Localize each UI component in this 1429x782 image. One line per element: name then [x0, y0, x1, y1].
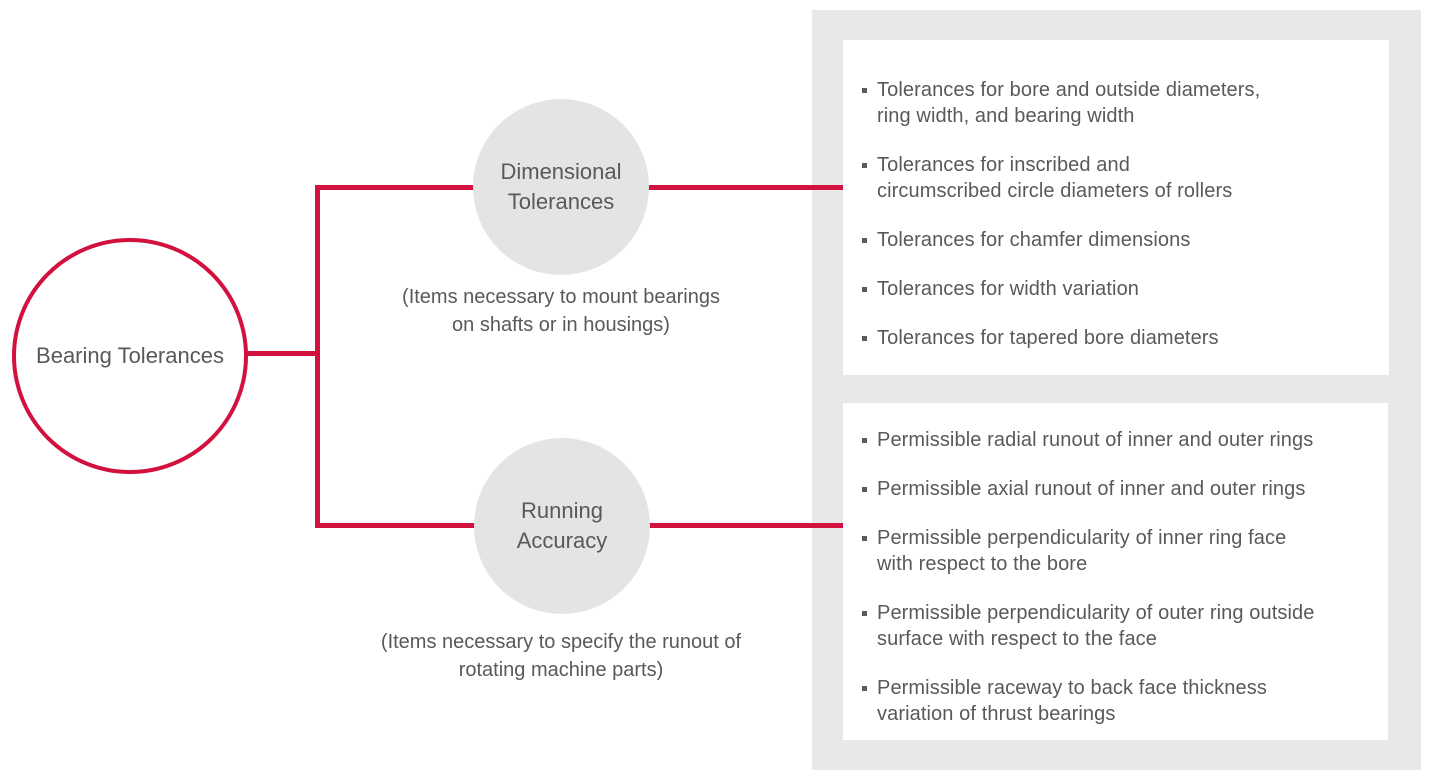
bullet-icon — [862, 536, 867, 541]
card-running-items: Permissible radial runout of inner and o… — [843, 403, 1388, 740]
list-item-text: Permissible radial runout of inner and o… — [877, 429, 1314, 451]
list-item: Permissible axial runout of inner and ou… — [862, 476, 1364, 502]
list-item-text: Tolerances for inscribed and circumscrib… — [877, 154, 1233, 202]
node-dimensional-tolerances: Dimensional Tolerances — [473, 99, 649, 275]
list-item-text: Tolerances for width variation — [877, 278, 1140, 300]
caption-running: (Items necessary to specify the runout o… — [380, 631, 742, 681]
node-running-accuracy: Running Accuracy — [474, 438, 650, 614]
bullet-icon — [862, 88, 867, 93]
list-item: Tolerances for bore and outside diameter… — [862, 77, 1361, 129]
list-item: Tolerances for chamfer dimensions — [862, 227, 1361, 253]
bullet-icon — [862, 287, 867, 292]
bullet-icon — [862, 611, 867, 616]
bullet-icon — [862, 487, 867, 492]
bullet-icon — [862, 336, 867, 341]
bullet-icon — [862, 163, 867, 168]
bullet-icon — [862, 238, 867, 243]
connector-vertical-line — [315, 185, 320, 528]
running-item-list: Permissible radial runout of inner and o… — [843, 403, 1388, 747]
list-item-text: Tolerances for bore and outside diameter… — [877, 79, 1261, 127]
list-item-text: Permissible axial runout of inner and ou… — [877, 478, 1306, 500]
root-node-bearing-tolerances: Bearing Tolerances — [12, 238, 248, 474]
card-dimensional-items: Tolerances for bore and outside diameter… — [843, 40, 1389, 375]
list-item: Permissible perpendicularity of outer ri… — [862, 600, 1364, 652]
list-item-text: Permissible raceway to back face thickne… — [877, 677, 1267, 725]
bullet-icon — [862, 686, 867, 691]
dimensional-item-list: Tolerances for bore and outside diameter… — [843, 40, 1389, 371]
list-item: Permissible radial runout of inner and o… — [862, 427, 1364, 453]
list-item: Permissible perpendicularity of inner ri… — [862, 525, 1364, 577]
bullet-icon — [862, 438, 867, 443]
node-dimensional-label: Dimensional Tolerances — [500, 159, 622, 214]
list-item: Tolerances for width variation — [862, 276, 1361, 302]
list-item: Tolerances for tapered bore diameters — [862, 325, 1361, 351]
root-node-label: Bearing Tolerances — [36, 343, 224, 368]
caption-dimensional: (Items necessary to mount bearings on sh… — [402, 286, 720, 336]
list-item: Permissible raceway to back face thickne… — [862, 675, 1364, 727]
list-item-text: Permissible perpendicularity of inner ri… — [877, 527, 1287, 575]
connector-root-line — [246, 351, 320, 356]
list-item: Tolerances for inscribed and circumscrib… — [862, 152, 1361, 204]
node-running-label: Running Accuracy — [516, 498, 608, 553]
list-item-text: Tolerances for tapered bore diameters — [877, 327, 1219, 349]
list-item-text: Tolerances for chamfer dimensions — [877, 229, 1191, 251]
list-item-text: Permissible perpendicularity of outer ri… — [877, 602, 1315, 650]
